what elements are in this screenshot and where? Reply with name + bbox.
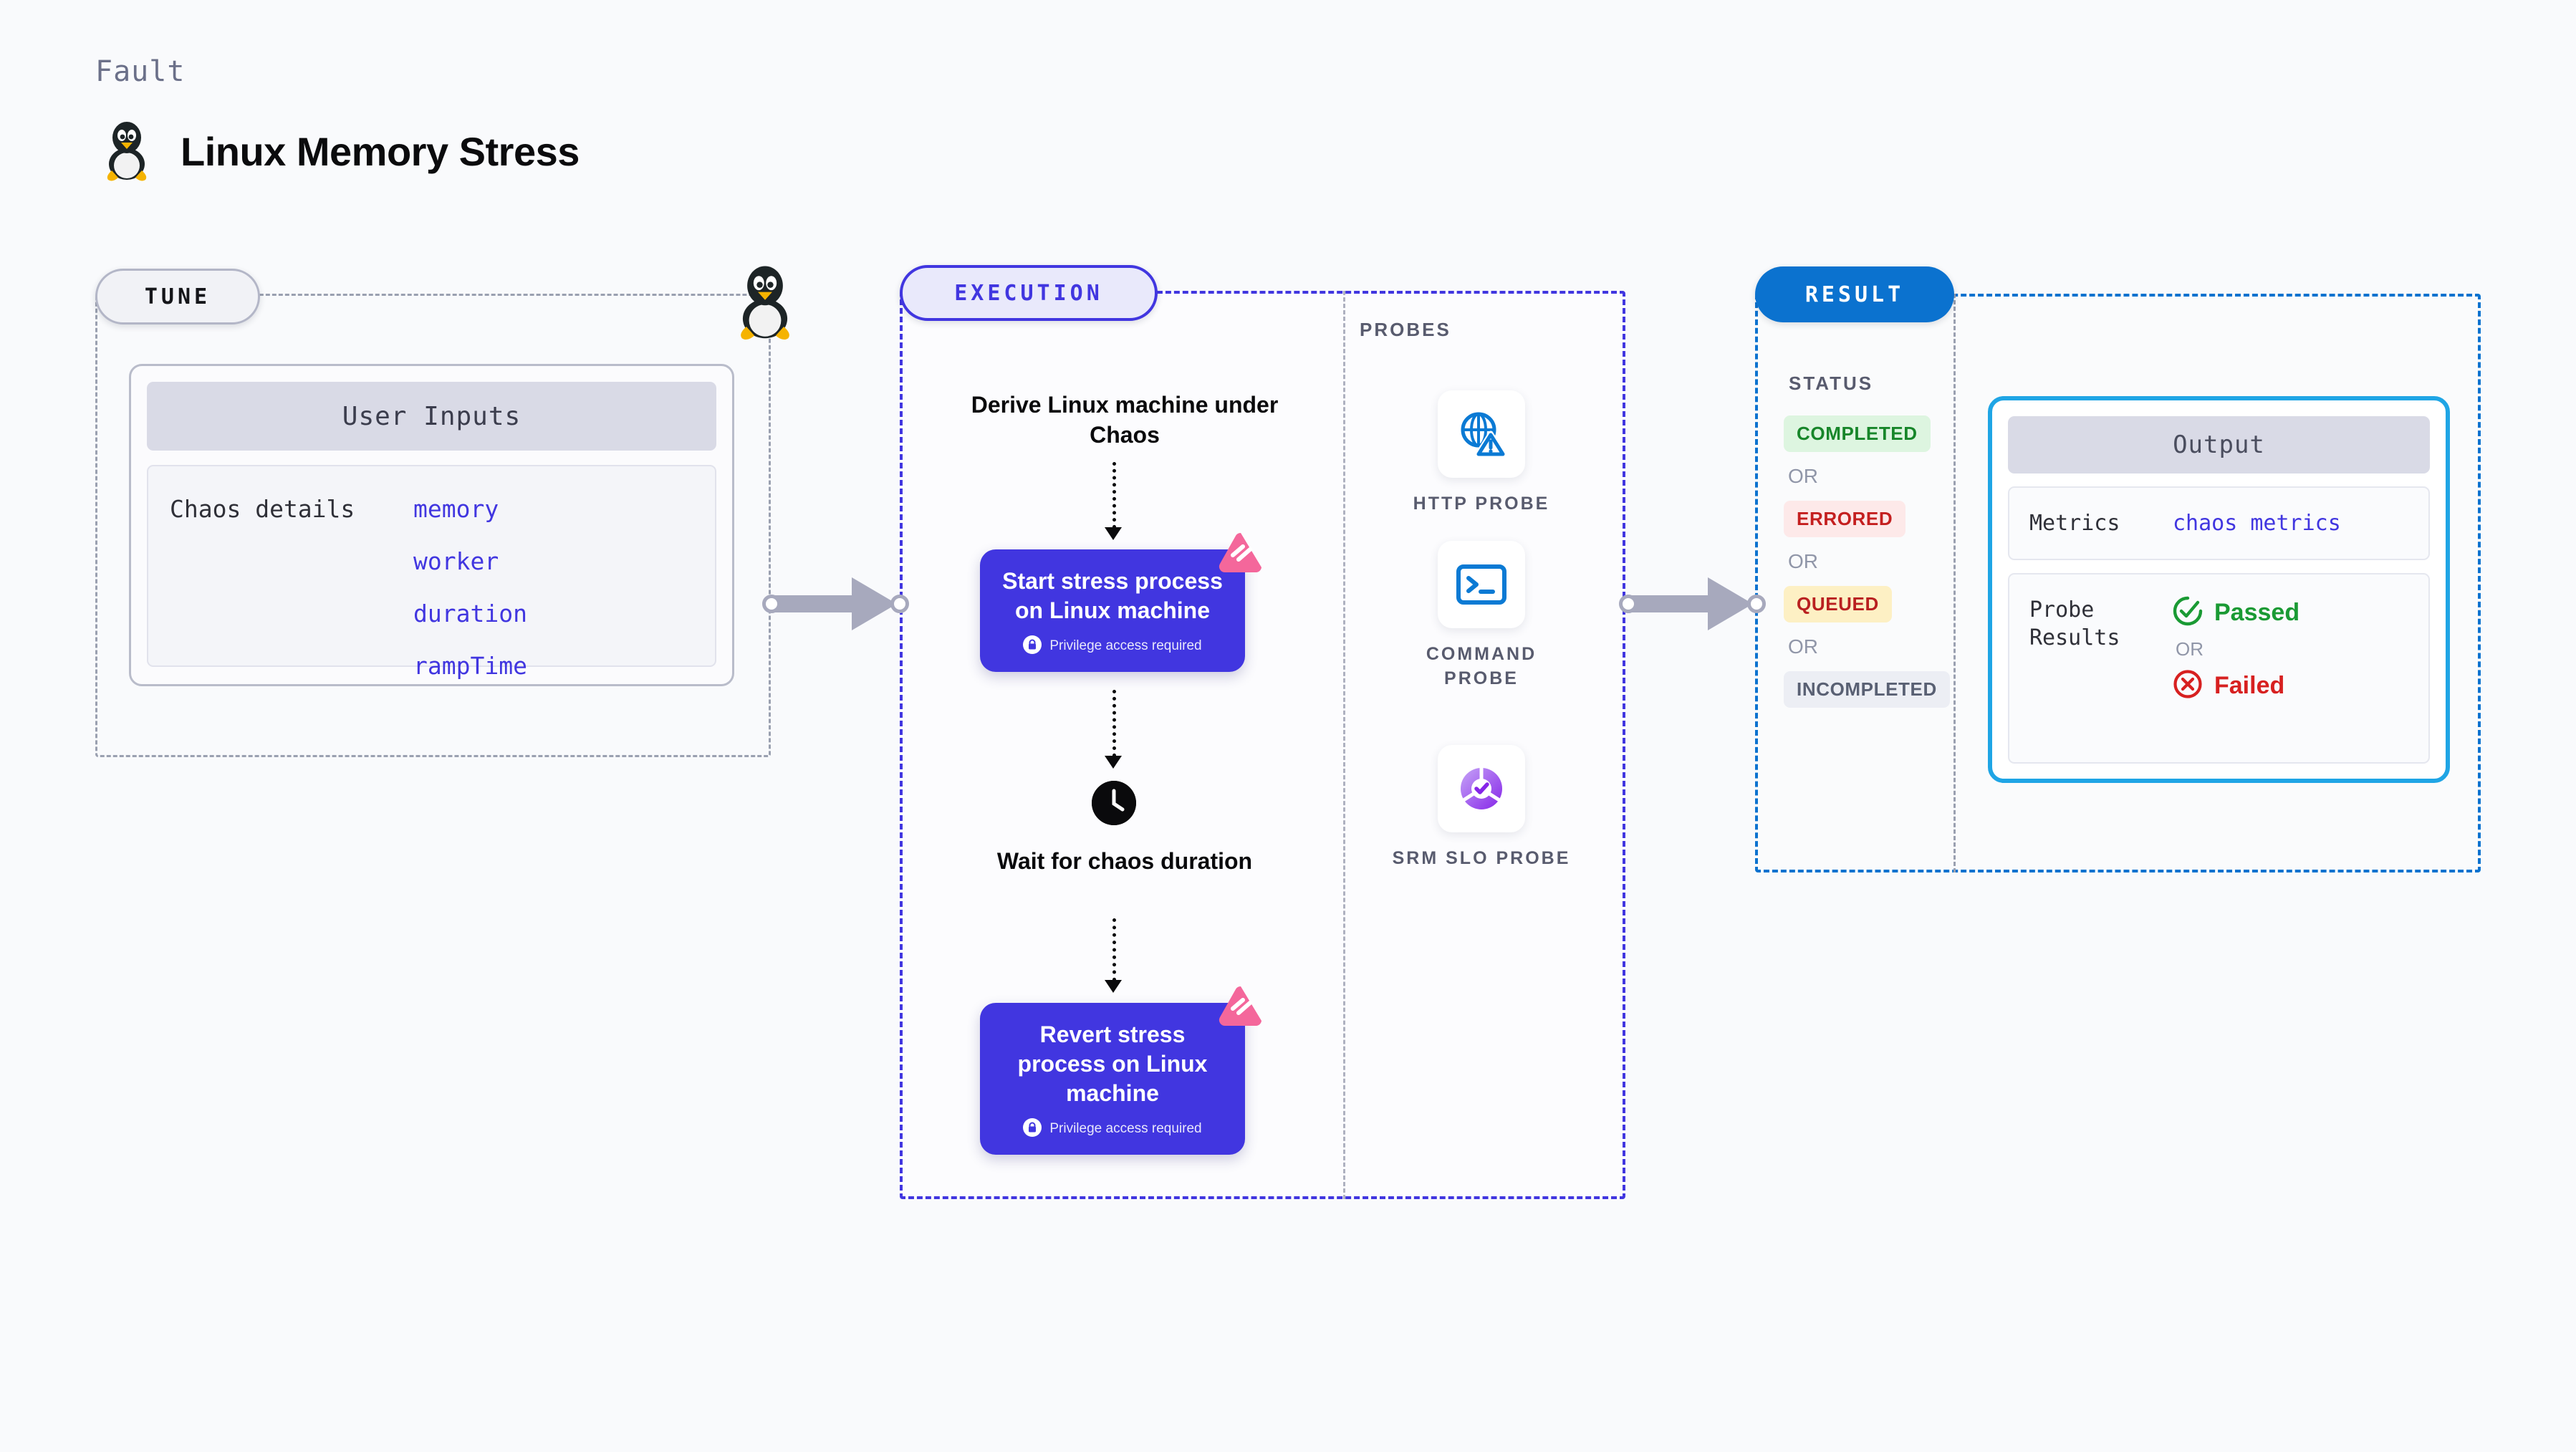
terminal-icon [1438,541,1525,628]
lock-icon [1023,1117,1042,1140]
status-badge-list: COMPLETED OR ERRORED OR QUEUED OR INCOMP… [1784,415,1950,708]
privilege-text: Privilege access required [1049,638,1202,654]
flow-arrow-tune-to-execution [772,573,900,638]
metrics-label: Metrics [2029,511,2120,536]
tux-penguin-icon [100,118,153,185]
metrics-value[interactable]: chaos metrics [2173,511,2341,536]
connector-endpoint [762,595,781,613]
lock-icon [1023,635,1042,658]
execution-node-title: Start stress process on Linux machine [1002,568,1223,623]
probe-item-http[interactable]: HTTP PROBE [1392,390,1571,516]
page-title-text: Linux Memory Stress [181,129,580,174]
probe-results-values: Passed OR Failed [2173,596,2299,741]
probes-divider [1343,291,1345,1199]
chaos-badge-icon [1217,531,1264,574]
status-badge: COMPLETED [1784,415,1931,452]
execution-node-title: Revert stress process on Linux machine [1017,1021,1208,1106]
status-title: STATUS [1789,372,1874,394]
probes-title: PROBES [1360,319,1451,340]
user-inputs-header: User Inputs [147,382,716,451]
flow-arrow-head [1105,527,1122,540]
wait-for-chaos-label: Wait for chaos duration [996,848,1253,874]
privilege-text: Privilege access required [1049,1121,1202,1137]
probe-result-passed-label: Passed [2214,599,2300,626]
privilege-note: Privilege access required [1023,635,1202,658]
probe-item-command[interactable]: COMMAND PROBE [1392,541,1571,691]
chaos-param[interactable]: worker [413,547,499,575]
metrics-row: Metrics chaos metrics [2008,486,2430,560]
user-inputs-card: User Inputs Chaos details memory worker … [129,364,734,686]
page-title: Linux Memory Stress [100,118,580,185]
chaos-param[interactable]: memory [413,495,499,523]
flow-connector [1112,918,1116,981]
connector-endpoint [890,595,909,613]
tune-panel [95,294,771,757]
status-badge: QUEUED [1784,586,1892,622]
result-badge[interactable]: RESULT [1755,266,1954,322]
slo-donut-check-icon [1438,745,1525,832]
connector-endpoint [1619,595,1638,613]
chaos-details-body: Chaos details memory worker duration ram… [147,465,716,680]
tune-badge[interactable]: TUNE [95,269,260,324]
x-circle-icon [2173,669,2203,703]
probe-result-or: OR [2176,638,2203,660]
privilege-note: Privilege access required [1023,1117,1202,1140]
execution-node-revert-stress[interactable]: Revert stress process on Linux machine P… [980,986,1261,1155]
probe-label: HTTP PROBE [1413,494,1550,514]
probe-result-failed: Failed [2173,669,2299,703]
flow-arrow-execution-to-result [1628,573,1756,638]
flow-arrow-head [1105,756,1122,769]
chaos-param-list: memory worker duration rampTime [413,495,527,680]
flow-connector [1112,462,1116,529]
probe-label: SRM SLO PROBE [1392,848,1571,868]
status-or: OR [1788,635,1818,658]
status-badge: INCOMPLETED [1784,671,1950,708]
globe-warning-icon [1438,390,1525,478]
clock-icon [1092,781,1136,825]
fault-kicker: Fault [95,55,186,88]
status-or: OR [1788,550,1818,572]
status-or: OR [1788,465,1818,487]
output-header: Output [2008,416,2430,473]
chaos-details-label: Chaos details [170,495,355,523]
probe-label: COMMAND PROBE [1426,644,1537,688]
execution-badge[interactable]: EXECUTION [900,265,1158,321]
tux-penguin-icon [732,261,798,340]
execution-flow-title: Derive Linux machine under Chaos [971,392,1279,448]
execution-node-start-stress[interactable]: Start stress process on Linux machine Pr… [980,532,1261,672]
connector-endpoint [1747,595,1766,613]
chaos-param[interactable]: duration [413,600,527,628]
flow-connector [1112,690,1116,757]
chaos-param[interactable]: rampTime [413,652,527,680]
flow-arrow-head [1105,980,1122,993]
status-badge: ERRORED [1784,501,1906,537]
probe-item-srm-slo[interactable]: SRM SLO PROBE [1392,745,1571,871]
probe-result-failed-label: Failed [2214,672,2285,699]
probe-result-passed: Passed [2173,596,2299,630]
chaos-badge-icon [1217,984,1264,1027]
check-circle-icon [2173,596,2203,630]
result-divider [1953,294,1956,872]
